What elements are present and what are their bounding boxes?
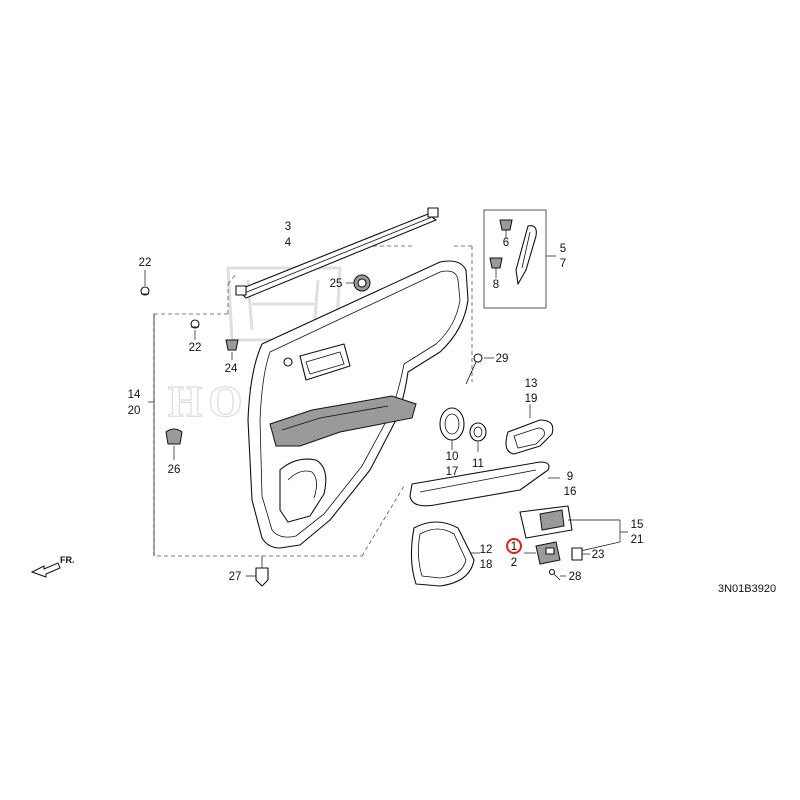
front-direction-arrow: FR. [30, 555, 75, 578]
callout-16: 16 [564, 486, 577, 498]
direction-label: FR. [60, 555, 75, 565]
callout-11: 11 [472, 458, 484, 470]
trim-strip-part-5 [515, 225, 537, 285]
weatherstrip-part [235, 207, 439, 299]
callout-15: 15 [631, 519, 644, 531]
armrest-strip-part-9 [409, 461, 550, 507]
clip-part-8 [489, 257, 503, 269]
callout-7: 7 [560, 258, 566, 270]
callout-3: 3 [285, 221, 291, 233]
clip-part-6 [499, 219, 513, 231]
grommet-part-25 [353, 274, 371, 292]
clip-part-27 [255, 567, 269, 587]
callout-25: 25 [330, 278, 343, 290]
callout-2: 2 [511, 557, 517, 569]
callout-9: 9 [567, 471, 573, 483]
group-box-5-7 [483, 209, 547, 309]
clip-part-22-upper [140, 286, 150, 296]
door-lining-panel [247, 260, 469, 549]
inner-handle-part-13 [505, 419, 554, 455]
callout-29: 29 [496, 353, 509, 365]
clip-part-23 [571, 547, 583, 561]
cap-part-11 [469, 422, 487, 442]
pocket-part-12 [410, 521, 475, 587]
speaker-grille-part-10 [439, 407, 465, 441]
leader-15-21 [568, 519, 628, 553]
callout-24: 24 [225, 363, 238, 375]
clip-part-24 [225, 339, 239, 351]
callout-19: 19 [525, 393, 538, 405]
callout-5: 5 [560, 243, 566, 255]
callout-8: 8 [493, 279, 499, 291]
callout-13: 13 [525, 378, 538, 390]
callout-21: 21 [631, 534, 644, 546]
screw-part-29 [465, 353, 483, 385]
callout-10: 10 [446, 451, 459, 463]
callout-28: 28 [569, 571, 582, 583]
highlight-ring-part-1 [506, 538, 522, 554]
callout-6: 6 [503, 237, 509, 249]
clip-part-26 [165, 428, 183, 445]
diagram-code: 3N01B3920 [718, 583, 776, 595]
callout-18: 18 [480, 559, 493, 571]
leader-27 [246, 556, 263, 577]
callout-20: 20 [128, 405, 141, 417]
callout-23: 23 [592, 549, 605, 561]
callout-26: 26 [168, 464, 181, 476]
callout-27: 27 [229, 571, 242, 583]
switch-part-1 [535, 541, 561, 565]
callout-14: 14 [128, 389, 141, 401]
callout-17: 17 [446, 466, 459, 478]
screw-part-28 [548, 568, 561, 581]
callout-12: 12 [480, 544, 493, 556]
callout-22-lower: 22 [189, 342, 202, 354]
callout-labels: 1 2 3 4 5 6 7 8 9 10 11 12 13 14 15 16 1… [128, 221, 644, 583]
switch-panel-part-15 [519, 505, 573, 539]
callout-4: 4 [285, 237, 292, 249]
clip-part-22-lower [190, 319, 200, 329]
callout-22-upper: 22 [139, 257, 152, 269]
callout-1: 1 [511, 541, 517, 553]
